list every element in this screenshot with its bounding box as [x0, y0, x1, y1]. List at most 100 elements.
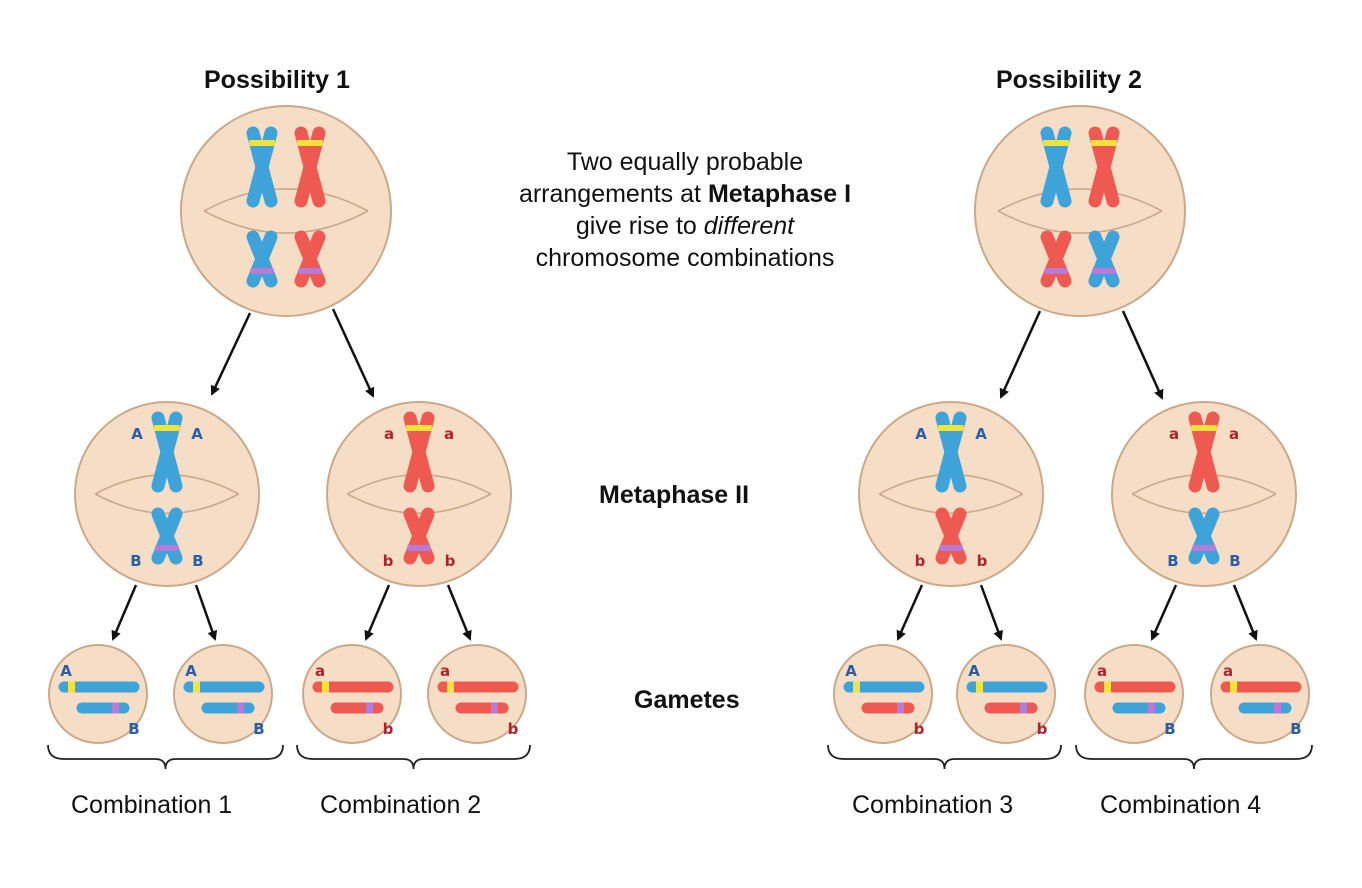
note-line-2-text: arrangements at [518, 180, 708, 208]
spindle-fiber [878, 493, 1024, 515]
cell-membrane [974, 105, 1186, 317]
allele-label: A [975, 425, 987, 443]
note-line-1: Two equally probable [566, 148, 804, 176]
allele-label: b [445, 552, 456, 570]
chromatid-arm [1197, 445, 1220, 493]
combination-4-label: Combination 4 [1100, 791, 1262, 819]
gene-band [249, 140, 263, 146]
gene-band [1274, 702, 1281, 714]
allele-label: a [384, 425, 394, 443]
allele-label: A [845, 662, 857, 680]
combination-brace [827, 744, 1062, 770]
cell-membrane [302, 644, 402, 744]
gene-band [1191, 425, 1205, 431]
combination-3-label: Combination 3 [852, 791, 1014, 819]
note-different: different [703, 212, 795, 240]
chromosome-short [1238, 702, 1292, 714]
gamete-6 [956, 644, 1056, 744]
arrow [1232, 584, 1258, 641]
chromosome-short [1112, 702, 1166, 714]
gene-band [950, 425, 964, 431]
combination-brace [296, 744, 531, 770]
arrow [331, 308, 375, 398]
metaphase-2-label: Metaphase II [599, 481, 750, 509]
combination-2-label: Combination 2 [320, 791, 482, 819]
gamete-8 [1210, 644, 1310, 744]
gene-band [418, 425, 432, 431]
allele-label: a [1229, 425, 1239, 443]
gene-band [237, 702, 244, 714]
gamete-4 [427, 644, 527, 744]
chromosome-lower [403, 507, 435, 565]
note-line-4: chromosome combinations [535, 244, 835, 272]
chromatid-arm [1049, 160, 1072, 208]
chromosome-long [437, 681, 519, 693]
cell-membrane [173, 644, 273, 744]
spindle-fiber [997, 188, 1163, 212]
gene-band [155, 545, 169, 551]
chromosome-long [183, 681, 265, 693]
arrow [210, 312, 252, 396]
allele-label: B [1290, 720, 1301, 738]
gene-band [1203, 425, 1217, 431]
cell-membrane [1084, 644, 1184, 744]
possibility-1-title: Possibility 1 [204, 66, 350, 94]
chromatid-arm [944, 445, 967, 493]
chromosome-upper [151, 411, 183, 493]
metaphase-2-cell-2 [326, 401, 512, 587]
gene-band [154, 425, 168, 431]
chromosome-long [58, 681, 140, 693]
combination-brace [1075, 744, 1313, 770]
allele-label: A [191, 425, 203, 443]
arrow [1150, 584, 1178, 641]
chromosome-lower [1188, 507, 1220, 565]
gene-band [1230, 681, 1237, 693]
gene-band [853, 681, 860, 693]
allele-label: A [60, 662, 72, 680]
note-line-3-text: give rise to [575, 212, 704, 240]
chromosome-B-blue [246, 230, 278, 288]
allele-label: B [1164, 720, 1175, 738]
allele-label: A [968, 662, 980, 680]
chromosome-A-blue [246, 126, 278, 208]
gene-band [949, 545, 963, 551]
gene-band [1148, 702, 1155, 714]
allele-label: b [383, 720, 394, 738]
gene-band [938, 425, 952, 431]
chromosome-b-red [294, 230, 326, 288]
chromosome-long [312, 681, 394, 693]
allele-label: b [1037, 720, 1048, 738]
chromosome-long [966, 681, 1048, 693]
chromatid-arm [160, 445, 183, 493]
gene-band [417, 545, 431, 551]
gene-band [308, 268, 322, 274]
chromatid-arm [255, 160, 278, 208]
gene-band [322, 681, 329, 693]
chromosome-b-red [1040, 230, 1072, 288]
allele-label: b [383, 552, 394, 570]
note-line-2: arrangements at Metaphase I [470, 178, 900, 210]
allele-label: B [130, 552, 141, 570]
arrow [999, 310, 1042, 399]
chromosome-long [1094, 681, 1176, 693]
gene-band [1103, 140, 1117, 146]
spindle-fiber [997, 210, 1163, 234]
note-line-3: give rise to different [470, 210, 900, 242]
allele-label: B [128, 720, 139, 738]
arrow [896, 584, 924, 641]
metaphase-1-cell-possibility-2 [974, 105, 1186, 317]
gene-band [166, 425, 180, 431]
allele-label: B [1167, 552, 1178, 570]
arrow [194, 584, 218, 641]
gene-band [1104, 681, 1111, 693]
cell-membrane [427, 644, 527, 744]
spindle-fiber [203, 210, 369, 234]
cell-membrane [326, 401, 512, 587]
gamete-1 [48, 644, 148, 744]
possibility-2-title: Possibility 2 [996, 66, 1142, 94]
combination-brace [47, 744, 284, 770]
gene-band [309, 140, 323, 146]
gametes-label: Gametes [634, 686, 740, 714]
chromosome-long [1220, 681, 1302, 693]
metaphase-note: Two equally probable arrangements at Met… [470, 146, 900, 274]
